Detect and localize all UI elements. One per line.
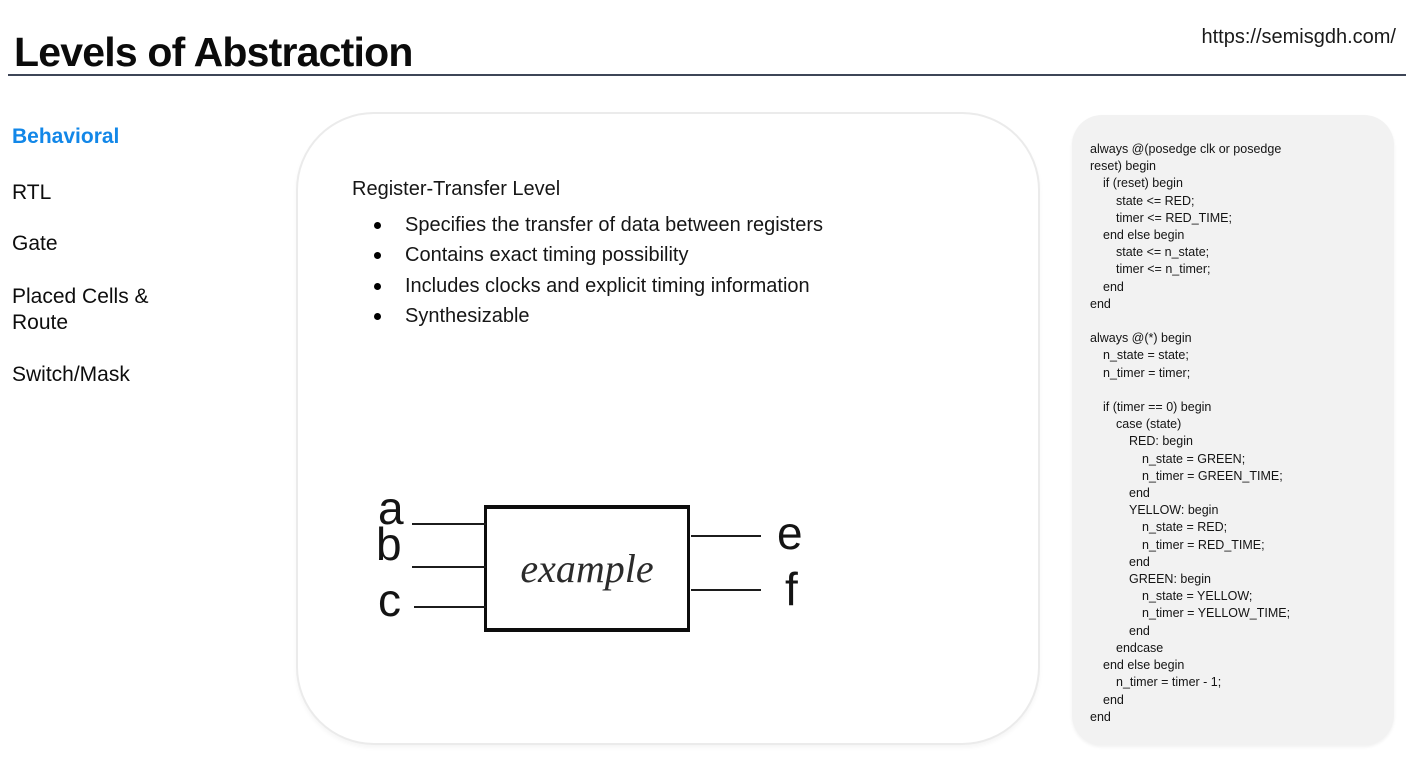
code-block: always @(posedge clk or posedge reset) be… [1090, 141, 1378, 726]
code-line: always @(*) begin [1090, 331, 1192, 346]
code-line: if (reset) begin [1103, 176, 1183, 191]
page-title: Levels of Abstraction [14, 29, 413, 76]
block-diagram: example a b c e f [298, 114, 1038, 743]
port-label-c: c [378, 574, 401, 626]
port-label-b: b [376, 518, 402, 570]
code-line: n_state = state; [1103, 348, 1189, 363]
code-line: if (timer == 0) begin [1103, 400, 1212, 415]
code-line: n_state = GREEN; [1142, 451, 1246, 466]
code-line: endcase [1116, 640, 1164, 655]
port-label-f: f [785, 563, 798, 615]
code-line [1090, 382, 1378, 399]
port-label-e: e [777, 507, 803, 559]
input-wire-c [414, 606, 486, 608]
bullet-item: Includes clocks and explicit timing info… [372, 271, 823, 301]
code-line: end [1103, 279, 1124, 294]
code-line: timer <= RED_TIME; [1116, 210, 1232, 225]
code-line: case (state) [1116, 417, 1182, 432]
sidebar-item-switch-mask[interactable]: Switch/Mask [12, 363, 130, 386]
sidebar-item-gate[interactable]: Gate [12, 232, 58, 255]
code-line: GREEN: begin [1129, 572, 1211, 587]
code-line: end [1129, 486, 1150, 501]
input-wire-a [412, 523, 486, 525]
code-line: end [1129, 554, 1150, 569]
code-line: timer <= n_timer; [1116, 262, 1211, 277]
bullet-item: Synthesizable [372, 301, 823, 331]
code-line: YELLOW: begin [1129, 503, 1219, 518]
header-url: https://semisgdh.com/ [1201, 26, 1396, 48]
code-line: end [1090, 296, 1111, 311]
code-line: end [1090, 709, 1111, 724]
code-line: n_timer = timer; [1103, 365, 1191, 380]
bullet-list: Specifies the transfer of data between r… [372, 210, 823, 332]
code-panel: always @(posedge clk or posedge reset) be… [1072, 115, 1394, 745]
code-line: n_state = YELLOW; [1142, 589, 1253, 604]
port-label-a: a [378, 482, 404, 534]
code-line: n_timer = YELLOW_TIME; [1142, 606, 1291, 621]
code-line: end [1129, 623, 1150, 638]
code-line: n_timer = GREEN_TIME; [1142, 468, 1283, 483]
code-line: state <= n_state; [1116, 245, 1210, 260]
code-line: n_state = RED; [1142, 520, 1228, 535]
code-line: n_timer = RED_TIME; [1142, 537, 1265, 552]
output-wire-e [691, 535, 761, 537]
code-line: RED: begin [1129, 434, 1193, 449]
sidebar-item-behavioral[interactable]: Behavioral [12, 125, 120, 148]
code-line: end [1103, 692, 1124, 707]
code-line: n_timer = timer - 1; [1116, 675, 1222, 690]
bullet-item: Specifies the transfer of data between r… [372, 210, 823, 240]
module-box: example [484, 505, 690, 632]
sidebar-item-placed-cells-route[interactable]: Placed Cells & Route [12, 285, 149, 334]
code-line [1090, 313, 1378, 330]
code-line: reset) begin [1090, 159, 1157, 174]
bullet-item: Contains exact timing possibility [372, 240, 823, 270]
output-wire-f [691, 589, 761, 591]
code-line: end else begin [1103, 658, 1185, 673]
code-line: state <= RED; [1116, 193, 1195, 208]
main-panel: Register-Transfer Level Specifies the tr… [296, 112, 1040, 745]
code-line: end else begin [1103, 228, 1185, 243]
code-line: always @(posedge clk or posedge [1090, 142, 1282, 156]
header-divider [8, 74, 1406, 76]
module-name: example [520, 546, 654, 591]
sidebar-item-rtl[interactable]: RTL [12, 181, 52, 204]
input-wire-b [412, 566, 486, 568]
section-heading: Register-Transfer Level [352, 178, 561, 200]
